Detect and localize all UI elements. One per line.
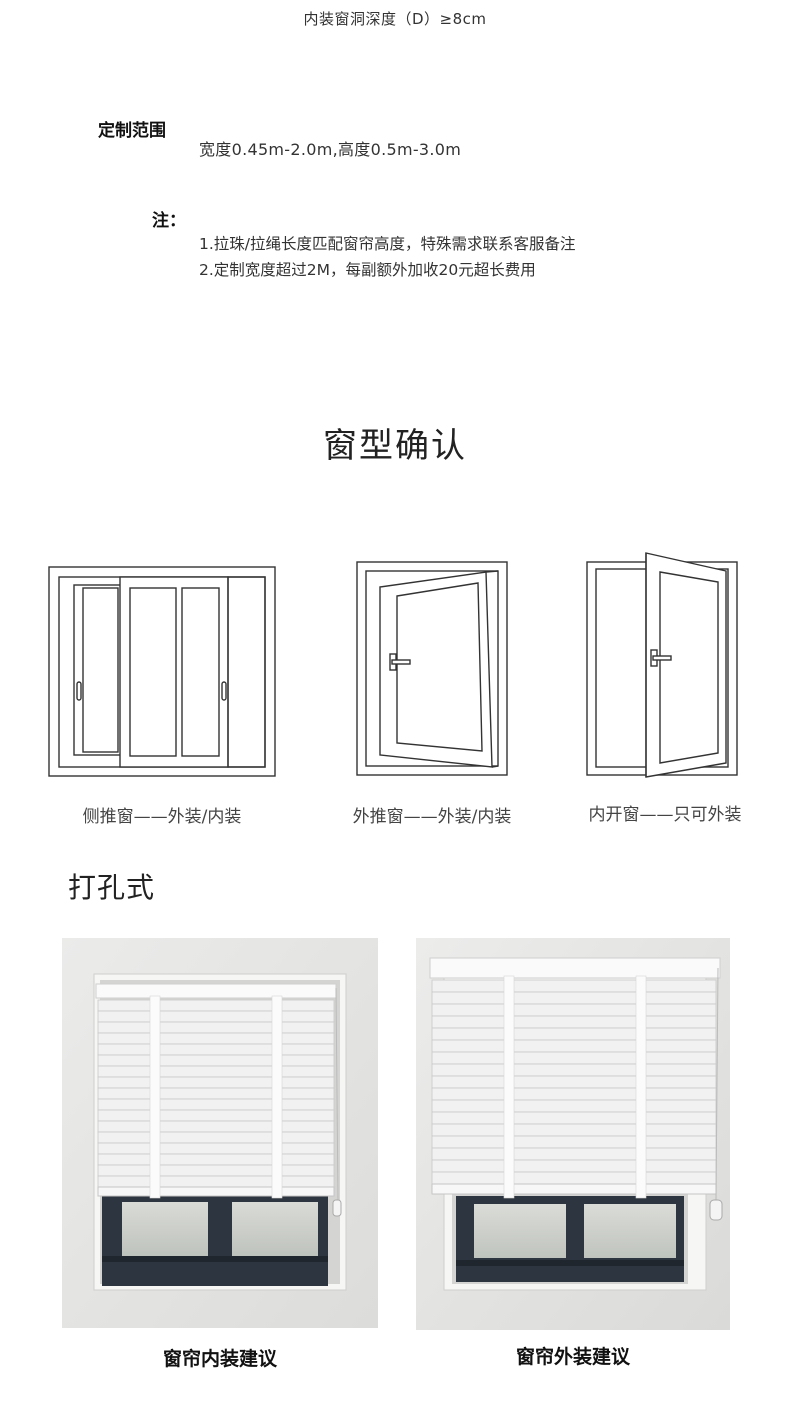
outside-mount-caption: 窗帘外装建议 bbox=[515, 1346, 630, 1368]
note-item-2: 2.定制宽度超过2M，每副额外加收20元超长费用 bbox=[199, 261, 536, 279]
inward-window-illustration bbox=[586, 552, 738, 778]
inside-mount-photo bbox=[62, 938, 378, 1328]
note-item-1: 1.拉珠/拉绳长度匹配窗帘高度，特殊需求联系客服备注 bbox=[199, 235, 576, 253]
window-type-caption-outward: 外推窗——外装/内装 bbox=[352, 807, 512, 827]
window-type-caption-sliding: 侧推窗——外装/内装 bbox=[82, 807, 242, 827]
outward-window-illustration bbox=[356, 561, 508, 776]
window-type-caption-inward: 内开窗——只可外装 bbox=[588, 805, 742, 825]
inside-blind-slats bbox=[95, 983, 342, 1217]
sliding-window-illustration bbox=[48, 566, 276, 777]
depth-note: 内装窗洞深度（D）≥8cm bbox=[303, 10, 487, 28]
drilling-install-title: 打孔式 bbox=[68, 871, 156, 904]
custom-range-title: 定制范围 bbox=[98, 121, 166, 141]
outside-mount-photo bbox=[416, 938, 730, 1330]
inside-mount-caption: 窗帘内装建议 bbox=[162, 1348, 277, 1370]
window-type-section-title: 窗型确认 bbox=[323, 426, 467, 466]
custom-range-value: 宽度0.45m-2.0m,高度0.5m-3.0m bbox=[199, 140, 462, 159]
outside-blind-slats bbox=[429, 957, 723, 1221]
notes-title: 注： bbox=[152, 211, 186, 231]
